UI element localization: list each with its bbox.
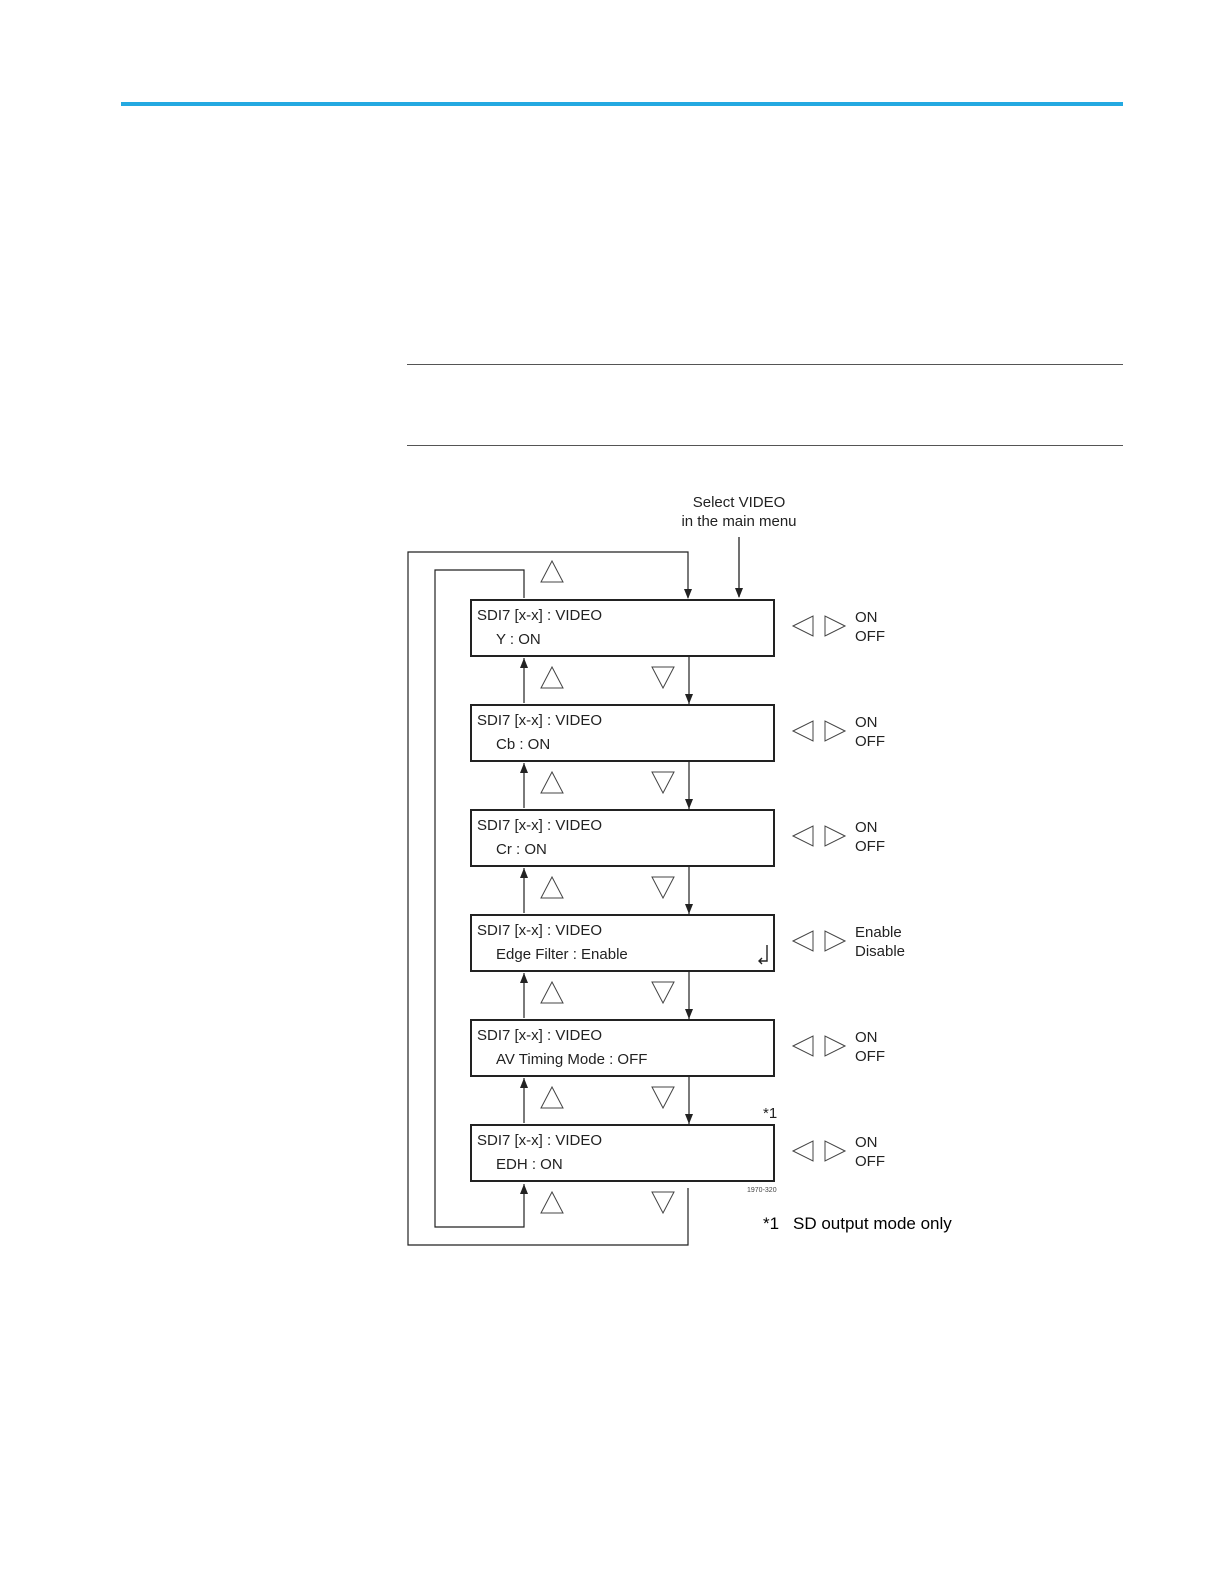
menu-item: EDH : ON: [496, 1156, 563, 1173]
menu-box-4: SDI7 [x-x] : VIDEO Edge Filter : Enable En…: [470, 914, 905, 1019]
footnote-marker: *1: [763, 1105, 777, 1122]
up-connector-head: [520, 658, 528, 668]
note-rule-top: [407, 364, 1123, 365]
up-connector-head: [520, 868, 528, 878]
menu-box-1: SDI7 [x-x] : VIDEO Y : ON ON OFF: [470, 599, 885, 704]
menu-item: Cr : ON: [496, 841, 547, 858]
up-arrow-icon: [540, 665, 564, 689]
option-2: OFF: [855, 1048, 885, 1065]
down-arrow-icon: [651, 876, 675, 900]
down-arrow-icon: [651, 666, 675, 690]
menu-box-5: SDI7 [x-x] : VIDEO AV Timing Mode : OFF ON…: [470, 1019, 885, 1124]
footnote-text: SD output mode only: [793, 1214, 952, 1233]
right-arrow-icon: [824, 1140, 847, 1162]
down-connector-head: [685, 799, 693, 809]
menu-item: Edge Filter : Enable: [496, 946, 628, 963]
menu-box-frame: [470, 809, 775, 867]
right-arrow-icon: [824, 1035, 847, 1057]
up-connector-head: [520, 1078, 528, 1088]
down-connector-head: [685, 1114, 693, 1124]
outer-loop-arrow-head: [684, 589, 692, 599]
left-arrow-icon: [791, 930, 814, 952]
up-arrow-icon: [540, 980, 564, 1004]
menu-box-6: SDI7 [x-x] : VIDEO EDH : ON ON OFF: [470, 1124, 885, 1215]
up-arrow-icon: [540, 875, 564, 899]
left-arrow-icon: [791, 1035, 814, 1057]
option-1: ON: [855, 1029, 878, 1046]
down-arrow-icon: [651, 1191, 675, 1215]
up-arrow-icon: [540, 1190, 564, 1214]
option-2: OFF: [855, 733, 885, 750]
header-accent-rule: [121, 102, 1123, 106]
menu-item: AV Timing Mode : OFF: [496, 1051, 647, 1068]
up-connector-head: [520, 763, 528, 773]
menu-box-frame: [470, 704, 775, 762]
down-arrow-icon: [651, 771, 675, 795]
entry-label-line2: in the main menu: [681, 513, 796, 530]
enter-icon: [758, 945, 768, 965]
menu-box-frame: [470, 914, 775, 972]
up-connector-head: [520, 973, 528, 983]
inner-loop-line: [434, 569, 525, 1228]
left-arrow-icon: [791, 825, 814, 847]
option-1: Enable: [855, 924, 902, 941]
menu-title: SDI7 [x-x] : VIDEO: [477, 712, 602, 729]
down-arrow-icon: [651, 981, 675, 1005]
down-connector-head: [685, 1009, 693, 1019]
menu-item: Y : ON: [496, 631, 541, 648]
right-arrow-icon: [824, 720, 847, 742]
right-arrow-icon: [824, 615, 847, 637]
right-arrow-icon: [824, 930, 847, 952]
menu-box-frame: [470, 599, 775, 657]
inner-loop-arrow-head: [520, 1184, 528, 1194]
left-arrow-icon: [791, 1140, 814, 1162]
menu-box-frame: [470, 1124, 775, 1182]
option-2: Disable: [855, 943, 905, 960]
up-arrow-icon: [540, 770, 564, 794]
up-arrow-icon: [540, 559, 564, 583]
menu-box-frame: [470, 1019, 775, 1077]
menu-title: SDI7 [x-x] : VIDEO: [477, 607, 602, 624]
down-arrow-icon: [651, 1086, 675, 1110]
left-arrow-icon: [791, 615, 814, 637]
entry-arrow-head: [735, 588, 743, 598]
right-arrow-icon: [824, 825, 847, 847]
option-2: OFF: [855, 628, 885, 645]
figure-id: 1970-320: [747, 1187, 777, 1194]
menu-title: SDI7 [x-x] : VIDEO: [477, 1132, 602, 1149]
option-1: ON: [855, 609, 878, 626]
menu-title: SDI7 [x-x] : VIDEO: [477, 922, 602, 939]
option-1: ON: [855, 1134, 878, 1151]
option-1: ON: [855, 819, 878, 836]
down-connector-head: [685, 694, 693, 704]
option-2: OFF: [855, 1153, 885, 1170]
menu-title: SDI7 [x-x] : VIDEO: [477, 817, 602, 834]
note-rule-bottom: [407, 445, 1123, 446]
left-arrow-icon: [791, 720, 814, 742]
menu-box-3: SDI7 [x-x] : VIDEO Cr : ON ON OFF: [470, 809, 885, 914]
option-1: ON: [855, 714, 878, 731]
up-arrow-icon: [540, 1085, 564, 1109]
footnote-ref: *1: [763, 1214, 779, 1233]
menu-box-2: SDI7 [x-x] : VIDEO Cb : ON ON OFF: [470, 704, 885, 809]
option-2: OFF: [855, 838, 885, 855]
menu-title: SDI7 [x-x] : VIDEO: [477, 1027, 602, 1044]
outer-loop-line: [407, 551, 689, 1246]
down-connector-head: [685, 904, 693, 914]
menu-item: Cb : ON: [496, 736, 550, 753]
entry-label-line1: Select VIDEO: [693, 494, 786, 511]
